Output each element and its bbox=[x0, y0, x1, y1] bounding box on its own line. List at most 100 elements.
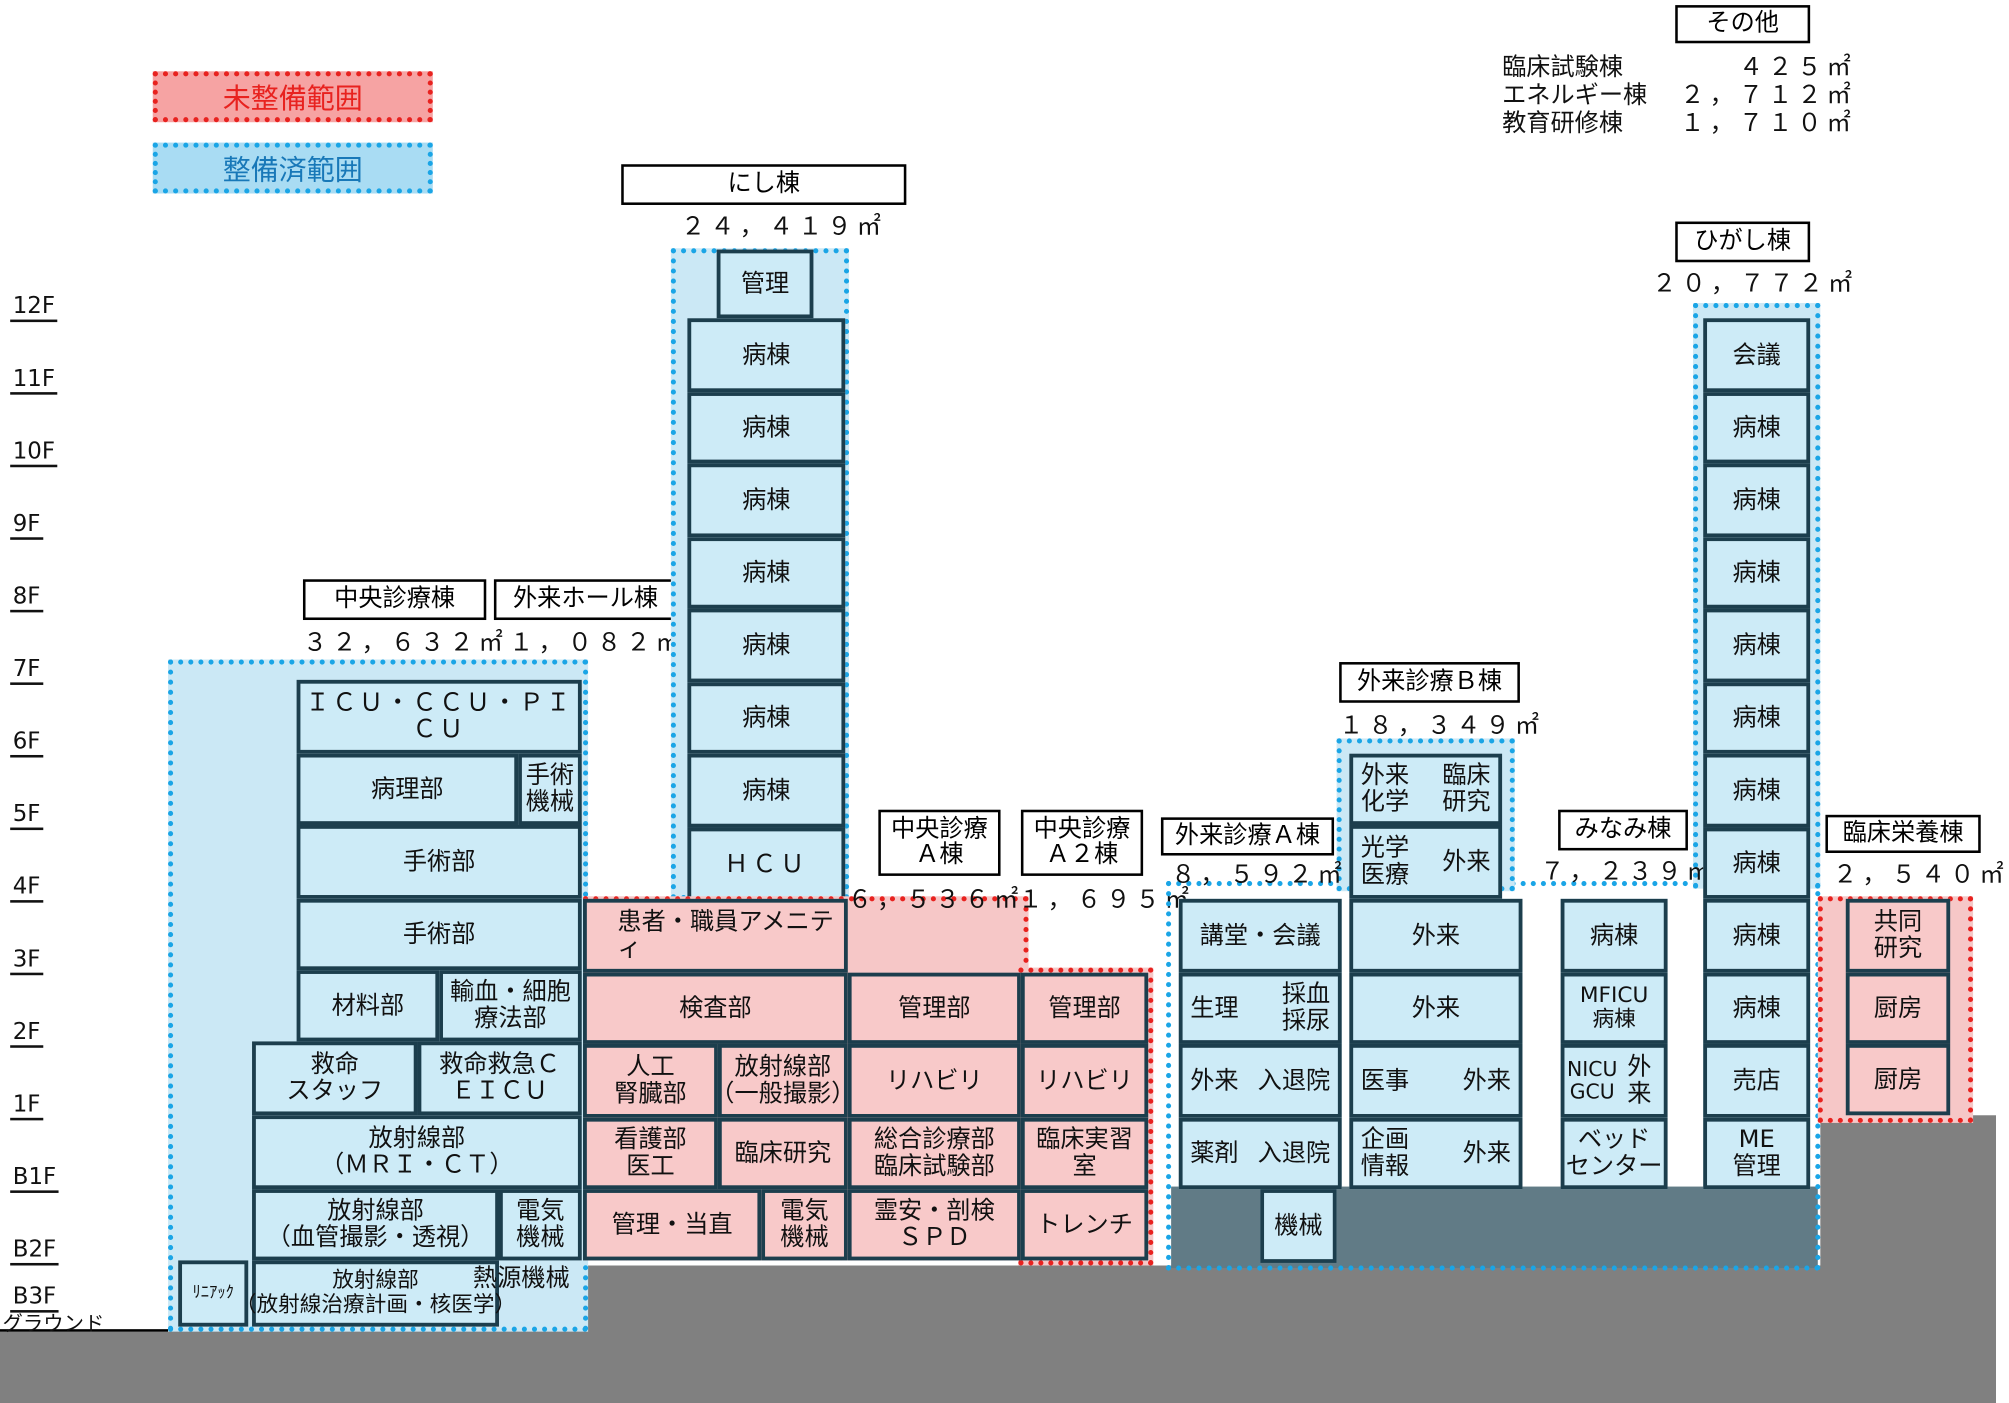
ground-right bbox=[1820, 1115, 1997, 1269]
room-radiology-angio: 放射線部 （血管撮影・透視） bbox=[252, 1189, 500, 1261]
room-east-ward-7f: 病棟 bbox=[1703, 608, 1811, 683]
room-physiology-row: 生理 採血 採尿 bbox=[1178, 972, 1342, 1044]
room-west-ward-10f: 病棟 bbox=[687, 392, 846, 464]
room-transfusion: 輸血・細胞 療法部 bbox=[439, 970, 582, 1042]
floor-7f: 7F bbox=[10, 656, 44, 685]
room-admin-dept-a: 管理部 bbox=[847, 972, 1021, 1044]
central-area: ３２，６３２㎡ bbox=[302, 628, 508, 657]
floor-12f: 12F bbox=[10, 293, 58, 323]
room-photo-medicine: 光学 医療 bbox=[1360, 834, 1410, 889]
room-admission-b1f: 入退院 bbox=[1257, 1138, 1331, 1167]
others-name-2: エネルギー棟 bbox=[1502, 81, 1648, 110]
room-nicu: NICU GCU bbox=[1567, 1057, 1618, 1104]
room-west-ward-5f: 病棟 bbox=[687, 753, 846, 828]
others-areas: ４２５㎡ ２，７１２㎡ １，７１０㎡ bbox=[1668, 48, 1856, 138]
room-outpatient-a: 外来 bbox=[1190, 1066, 1239, 1095]
floor-9f: 9F bbox=[10, 511, 44, 540]
room-clinical-research-a: 臨床研究 bbox=[717, 1117, 848, 1190]
central-name: 中央診療棟 bbox=[302, 579, 487, 621]
room-east-ward-2f: 病棟 bbox=[1703, 972, 1811, 1044]
room-materials: 材料部 bbox=[296, 970, 440, 1042]
floor-b3f: B3F bbox=[10, 1283, 59, 1313]
room-machine: 機械 bbox=[1260, 1189, 1337, 1263]
room-radiology-general: 放射線部 （一般撮影） bbox=[710, 1043, 855, 1118]
room-emergency-staff: 救命 スタッフ bbox=[252, 1041, 418, 1116]
room-kitchen-2f: 厨房 bbox=[1845, 972, 1951, 1044]
room-mficu: MFICU 病棟 bbox=[1560, 972, 1668, 1044]
floor-10f: 10F bbox=[10, 438, 58, 468]
room-east-ward-4f: 病棟 bbox=[1703, 827, 1811, 899]
hall-area: １，０８２㎡ bbox=[509, 628, 685, 657]
room-west-hcu: ＨＣＵ bbox=[687, 827, 846, 902]
room-rehab-a2: リハビリ bbox=[1020, 1043, 1149, 1118]
room-pharmacy-row: 薬剤 入退院 bbox=[1178, 1117, 1342, 1190]
room-pharmacy: 薬剤 bbox=[1190, 1138, 1239, 1167]
others-names: 臨床試験棟 エネルギー棟 教育研修棟 bbox=[1502, 48, 1648, 137]
others-area-2: ２，７１２㎡ bbox=[1680, 81, 1856, 110]
room-eicu: 救命救急Ｃ ＥＩＣＵ bbox=[417, 1041, 582, 1116]
room-outpatient-b-1f: 医事 外来 bbox=[1349, 1043, 1523, 1118]
floor-4f: 4F bbox=[10, 873, 44, 903]
others-area-3: １，７１０㎡ bbox=[1680, 109, 1856, 138]
room-west-admin: 管理 bbox=[716, 249, 814, 319]
room-dialysis: 人工 腎臓部 bbox=[583, 1043, 718, 1118]
others-name-1: 臨床試験棟 bbox=[1502, 53, 1624, 82]
room-east-ward-10f: 病棟 bbox=[1703, 392, 1811, 464]
floor-8f: 8F bbox=[10, 583, 44, 613]
room-outpatient-b-5f: 外来 化学 臨床 研究 bbox=[1349, 753, 1503, 825]
room-medical-affairs: 医事 bbox=[1360, 1066, 1410, 1095]
room-nicu-row: NICU GCU 外来 bbox=[1560, 1043, 1668, 1118]
west-name: にし棟 bbox=[621, 164, 907, 205]
room-admission-1f: 入退院 bbox=[1257, 1066, 1331, 1095]
room-outpatient-b-b1f: 企画 情報 外来 bbox=[1349, 1117, 1523, 1190]
room-outpatient-b-3f: 外来 bbox=[1349, 898, 1523, 973]
ground-mid bbox=[585, 1265, 1997, 1342]
nutrition-area: ２，５４０㎡ bbox=[1833, 860, 2009, 889]
room-morgue: 霊安・剖検 ＳＰＤ bbox=[847, 1189, 1021, 1261]
room-east-ward-3f: 病棟 bbox=[1703, 898, 1811, 973]
room-heat-source: 熱源機械 bbox=[472, 1263, 570, 1292]
room-west-ward-11f: 病棟 bbox=[687, 318, 846, 393]
room-outpatient-a-row: 外来 入退院 bbox=[1178, 1043, 1342, 1118]
room-me-admin: ME 管理 bbox=[1703, 1117, 1811, 1190]
floor-2f: 2F bbox=[10, 1019, 44, 1048]
outpatient-b-name: 外来診療Ｂ棟 bbox=[1339, 662, 1520, 703]
room-electrical-a: 電気 機械 bbox=[761, 1189, 848, 1261]
room-nursing: 看護部 医工 bbox=[583, 1117, 718, 1190]
room-general-medicine: 総合診療部 臨床試験部 bbox=[847, 1117, 1021, 1190]
room-outpatient-b-2f: 外来 bbox=[1349, 972, 1523, 1044]
room-lecture: 講堂・会議 bbox=[1178, 898, 1342, 973]
room-rehab-a: リハビリ bbox=[847, 1043, 1021, 1118]
room-physiology: 生理 bbox=[1190, 993, 1239, 1022]
others-title: その他 bbox=[1675, 5, 1811, 44]
room-icu: ＩＣＵ・ＣＣＵ・ＰＩＣＵ bbox=[296, 679, 582, 754]
room-west-ward-9f: 病棟 bbox=[687, 463, 846, 538]
legend-undeveloped: 未整備範囲 bbox=[152, 71, 433, 123]
room-outpatient-b-4f: 光学 医療 外来 bbox=[1349, 824, 1503, 899]
outpatient-a-name: 外来診療Ａ棟 bbox=[1160, 817, 1335, 856]
ground-label: グラウンド bbox=[2, 1311, 105, 1336]
room-admin-duty: 管理・当直 bbox=[583, 1189, 762, 1261]
legend-developed-label: 整備済範囲 bbox=[222, 155, 363, 188]
floor-1f: 1F bbox=[10, 1091, 44, 1121]
room-outpatient-chem: 外来 化学 bbox=[1360, 761, 1410, 817]
room-kitchen-1f: 厨房 bbox=[1845, 1043, 1951, 1116]
room-joint-research: 共同 研究 bbox=[1845, 898, 1951, 973]
room-trench: トレンチ bbox=[1020, 1189, 1149, 1261]
south-area: ７，２３９㎡ bbox=[1540, 858, 1716, 887]
room-east-shop: 売店 bbox=[1703, 1043, 1811, 1118]
room-admin-dept-a2: 管理部 bbox=[1020, 972, 1149, 1044]
central-a-area: ６，５３６㎡ bbox=[847, 886, 1024, 915]
room-bed-center: ベッド センター bbox=[1560, 1117, 1668, 1190]
room-east-ward-6f: 病棟 bbox=[1703, 682, 1811, 754]
room-planning: 企画 情報 bbox=[1360, 1125, 1410, 1181]
room-radiology-mri: 放射線部 （ＭＲＩ・ＣＴ） bbox=[252, 1115, 582, 1190]
room-west-ward-7f: 病棟 bbox=[687, 608, 846, 683]
others-area-1: ４２５㎡ bbox=[1738, 53, 1856, 82]
central-a-name: 中央診療 Ａ棟 bbox=[878, 809, 1001, 876]
room-lab: 検査部 bbox=[583, 972, 848, 1044]
room-east-ward-9f: 病棟 bbox=[1703, 463, 1811, 538]
room-outpatient-b-1f-label: 外来 bbox=[1462, 1066, 1512, 1095]
room-clinical-research-b: 臨床 研究 bbox=[1442, 761, 1491, 817]
